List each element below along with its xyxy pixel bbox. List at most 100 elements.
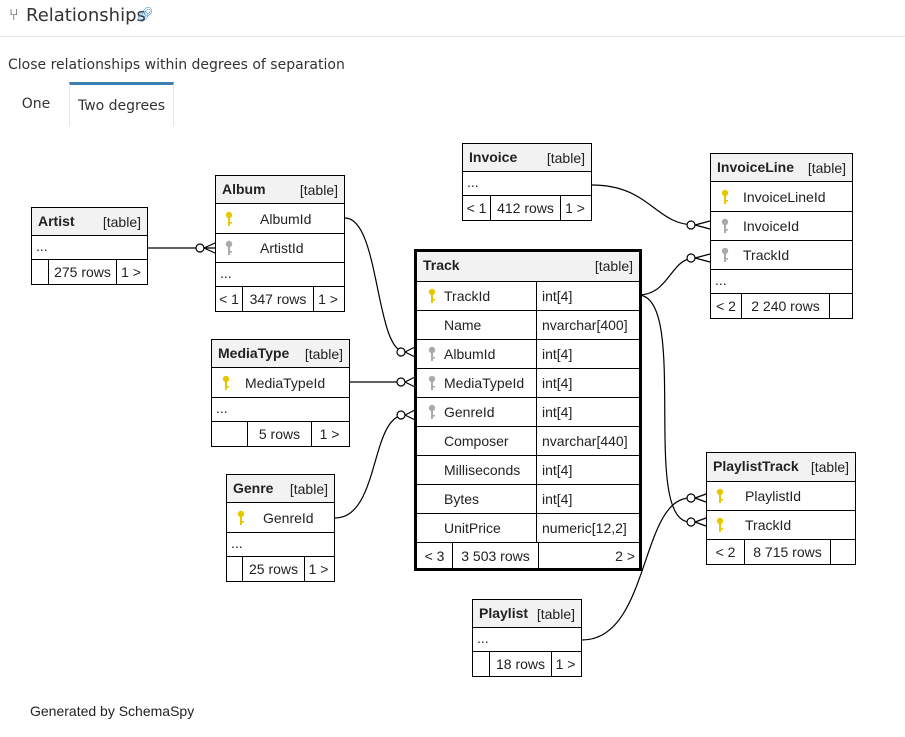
- edge-crowfoot: [203, 242, 216, 254]
- table-name: Artist: [38, 213, 75, 229]
- table-track[interactable]: Track[table] TrackId int[4] Name nvarcha…: [414, 249, 642, 571]
- table-type: [table]: [536, 606, 575, 622]
- table-type: [table]: [807, 160, 846, 176]
- footer-children: 1 >: [318, 291, 338, 307]
- column-type: nvarchar[440]: [542, 433, 628, 449]
- column-name: UnitPrice: [444, 520, 501, 536]
- foreign-key-icon: [721, 247, 729, 262]
- edge-crowfoot: [404, 409, 416, 421]
- foreign-key-icon: [428, 346, 436, 361]
- edge-track-invoiceline: [637, 257, 696, 296]
- column-type: numeric[12,2]: [542, 520, 627, 536]
- foreign-key-icon: [428, 375, 436, 390]
- edge-genre-track: [334, 414, 406, 519]
- table-ellipsis: ...: [216, 400, 228, 416]
- table-name: PlaylistTrack: [713, 458, 799, 474]
- page-title: Relationships: [26, 5, 146, 26]
- footer-rows: 2 240 rows: [742, 294, 830, 318]
- edge-marker-circle: [686, 253, 696, 263]
- edge-crowfoot: [694, 493, 707, 503]
- edge-marker-circle: [686, 493, 696, 503]
- footer-parents: < 2: [707, 540, 745, 564]
- edge-playlist-playlisttrack: [581, 497, 691, 641]
- footer-parents: < 1: [463, 196, 491, 220]
- column-name: ArtistId: [260, 240, 304, 256]
- footer-parents: [32, 260, 49, 284]
- footer-rows: 412 rows: [491, 196, 561, 220]
- table-artist[interactable]: Artist[table] ... 275 rows 1 >: [31, 207, 148, 285]
- foreign-key-icon: [225, 240, 233, 255]
- table-name: MediaType: [218, 345, 290, 361]
- table-type: [table]: [299, 182, 338, 198]
- table-name: Album: [222, 181, 266, 197]
- column-type: int[4]: [542, 375, 573, 391]
- footer-rows: 3 503 rows: [453, 543, 539, 568]
- tab-one[interactable]: One: [21, 96, 51, 112]
- edge-crowfoot: [404, 376, 416, 388]
- column-name: MediaTypeId: [444, 375, 525, 391]
- table-type: [table]: [594, 258, 633, 274]
- link-icon[interactable]: 🔗︎: [136, 6, 154, 22]
- footer-rows: 8 715 rows: [745, 540, 831, 564]
- table-mediatype[interactable]: MediaType[table] MediaTypeId ... 5 rows …: [211, 339, 350, 447]
- relationships-icon: ⑂: [9, 7, 19, 24]
- column-name: TrackId: [444, 288, 491, 304]
- edge-crowfoot: [694, 220, 711, 230]
- table-name: Genre: [233, 480, 274, 496]
- table-type: [table]: [810, 459, 849, 475]
- table-genre[interactable]: Genre[table] GenreId ... 25 rows 1 >: [226, 474, 335, 582]
- table-type: [table]: [304, 346, 343, 362]
- table-invoiceline[interactable]: InvoiceLine[table] InvoiceLineId Invoice…: [710, 153, 853, 319]
- edge-marker-circle: [396, 347, 406, 357]
- column-name: MediaTypeId: [245, 374, 326, 391]
- primary-key-icon: [721, 189, 729, 204]
- column-type: nvarchar[400]: [542, 317, 628, 333]
- table-ellipsis: ...: [36, 238, 48, 254]
- footer-children: 1 >: [319, 426, 340, 442]
- primary-key-icon: [225, 211, 233, 226]
- edge-album-track: [344, 217, 406, 353]
- footer-rows: 347 rows: [243, 287, 314, 311]
- primary-key-icon: [237, 510, 245, 525]
- edge-crowfoot: [404, 346, 416, 358]
- generated-by-label: Generated by SchemaSpy: [30, 703, 195, 719]
- table-name: Playlist: [479, 605, 529, 621]
- table-type: [table]: [102, 214, 141, 230]
- table-type: [table]: [289, 481, 328, 497]
- table-playlisttrack[interactable]: PlaylistTrack[table] PlaylistId TrackId …: [706, 452, 856, 565]
- column-name: InvoiceId: [743, 218, 800, 234]
- footer-parents: < 3: [417, 543, 453, 568]
- footer-children: 1 >: [555, 656, 576, 672]
- table-invoice[interactable]: Invoice[table] ... < 1 412 rows 1 >: [462, 143, 592, 221]
- footer-parents: < 1: [216, 287, 243, 311]
- primary-key-icon: [428, 288, 436, 303]
- table-album[interactable]: Album[table] AlbumId ArtistId ... < 1 34…: [215, 175, 345, 312]
- column-name: AlbumId: [444, 346, 496, 362]
- footer-rows: 5 rows: [248, 422, 312, 446]
- column-type: int[4]: [542, 346, 573, 362]
- footer-parents: [212, 422, 248, 446]
- edge-invoice-invoiceline: [591, 184, 696, 226]
- primary-key-icon: [716, 488, 724, 503]
- footer-children: 2 >: [615, 547, 635, 564]
- table-playlist[interactable]: Playlist[table] ... 18 rows 1 >: [472, 599, 582, 677]
- column-type: int[4]: [542, 491, 573, 507]
- table-ellipsis: ...: [220, 265, 232, 281]
- footer-children: [831, 540, 853, 564]
- tab-two-degrees[interactable]: Two degrees: [69, 82, 174, 126]
- edge-crowfoot: [694, 517, 707, 527]
- footer-parents: [473, 652, 490, 676]
- table-name: InvoiceLine: [717, 159, 795, 175]
- column-name: Name: [444, 317, 482, 333]
- column-name: GenreId: [444, 404, 495, 420]
- column-name: Milliseconds: [444, 462, 521, 478]
- footer-children: 1 >: [565, 200, 585, 216]
- edge-track-playlisttrack: [637, 294, 691, 523]
- column-name: Bytes: [444, 491, 480, 507]
- edge-marker-circle: [195, 243, 205, 253]
- footer-children: 1 >: [308, 561, 329, 577]
- edge-marker-circle: [396, 377, 406, 387]
- footer-children: 1 >: [121, 264, 141, 280]
- table-ellipsis: ...: [231, 535, 243, 551]
